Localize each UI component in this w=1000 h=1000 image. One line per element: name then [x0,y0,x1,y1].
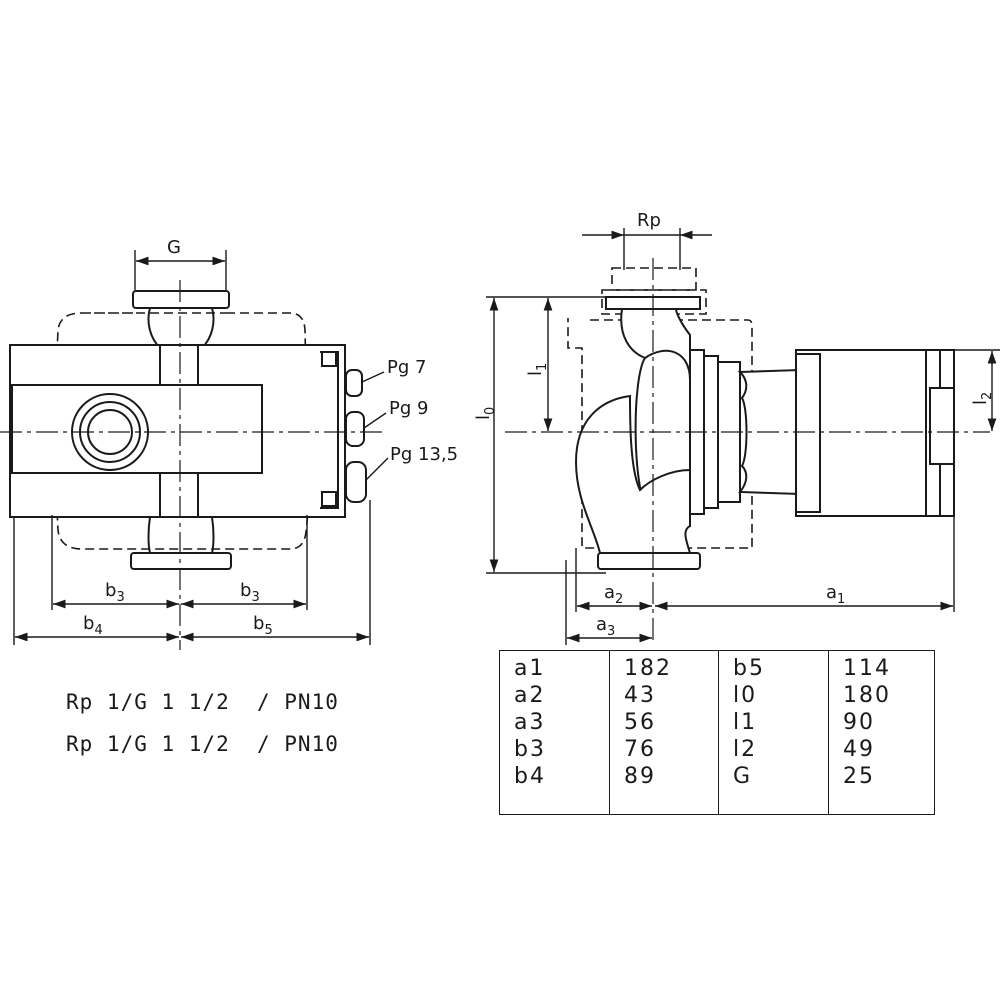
dim-value: 114 [843,656,891,681]
dashed-fitting-flange [601,289,707,315]
label-G: G [167,237,181,258]
front-view: G b3 b3 b4 b5 Pg 7 Pg 9 Pg 13,5 [0,237,458,650]
dimension-table: a1 a2 a3 b3 b4 182 43 56 76 89 b5 l0 l1 … [499,650,935,815]
label-b3-left: b3 [105,580,125,605]
dim-value: 43 [624,683,656,708]
motor-body [795,349,927,517]
dim-keys-col-1: a1 a2 a3 b3 b4 [499,650,610,815]
end-cap-boss [929,387,955,465]
dim-key: b3 [514,737,546,762]
dim-key: l0 [733,683,758,708]
label-a1: a1 [826,582,845,607]
dim-value: 56 [624,710,656,735]
cable-gland-pg13 [345,461,367,503]
label-Rp: Rp [637,210,661,231]
motor-rim-left [795,353,821,513]
dim-value: 76 [624,737,656,762]
label-b5: b5 [253,613,273,638]
top-flange [132,290,230,309]
cable-gland-pg9 [345,411,365,447]
rim-bottom-tab [321,491,337,507]
dim-key: l1 [733,710,758,735]
dim-value: 49 [843,737,875,762]
dim-key: b5 [733,656,765,681]
label-l1: l1 [525,363,550,376]
dim-value: 90 [843,710,875,735]
label-pg13: Pg 13,5 [390,444,458,465]
dim-value: 182 [624,656,672,681]
dim-key: G [733,764,753,789]
spec-caption-2: Rp 1/G 1 1/2 / PN10 [66,732,339,756]
label-b4: b4 [83,613,103,638]
dim-key: a2 [514,683,546,708]
dim-keys-col-2: b5 l0 l1 l2 G [718,650,829,815]
label-pg7: Pg 7 [387,357,426,378]
label-b3-right: b3 [240,580,260,605]
dim-values-col-2: 114 180 90 49 25 [828,650,935,815]
dim-value: 180 [843,683,891,708]
label-a2: a2 [604,582,623,607]
dim-value: 25 [843,764,875,789]
side-view: Rp l0 l1 l2 a1 a2 a3 [473,210,1000,645]
dim-key: a1 [514,656,546,681]
label-l0: l0 [473,407,498,420]
dim-key: b4 [514,764,546,789]
spec-caption-1: Rp 1/G 1 1/2 / PN10 [66,690,339,714]
dim-values-col-1: 182 43 56 76 89 [609,650,719,815]
bottom-flange [130,552,232,570]
label-a3: a3 [596,614,615,639]
dashed-fitting-top [611,267,697,291]
dim-key: a3 [514,710,546,735]
side-bottom-flange [597,552,701,570]
rim-top-tab [321,351,337,367]
outlet-elbow [574,394,692,554]
dim-key: l2 [733,737,758,762]
dim-value: 89 [624,764,656,789]
label-l2: l2 [970,392,995,405]
label-pg9: Pg 9 [389,398,428,419]
cable-gland-pg7 [345,369,363,397]
